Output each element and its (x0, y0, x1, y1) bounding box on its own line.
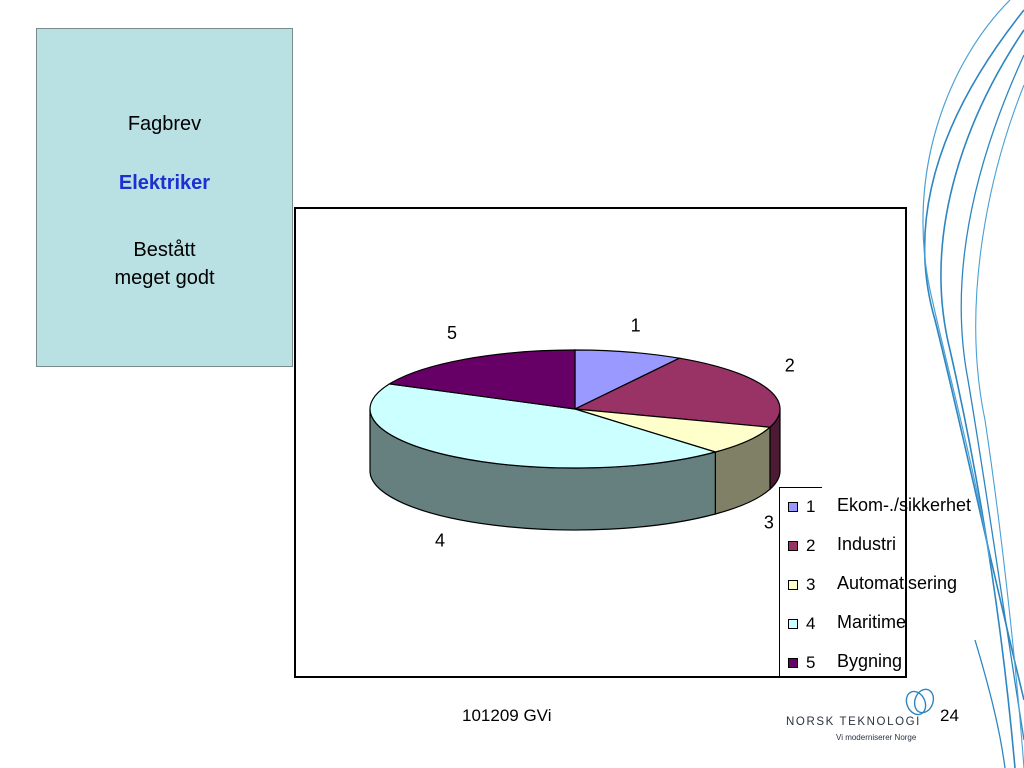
legend-number: 2 (806, 536, 816, 555)
info-result: Bestått meget godt (114, 239, 215, 289)
legend-label: Automatisering (837, 573, 958, 593)
legend-swatch (788, 619, 798, 629)
pie-slice-4 (369, 383, 718, 469)
rings-icon (905, 688, 935, 716)
pie-label-3: 3 (764, 512, 774, 532)
logo-tagline: Vi moderniserer Norge (836, 733, 917, 742)
pie-slice-5 (387, 349, 576, 410)
legend-item: 5 Bygning (780, 651, 1020, 676)
legend-swatch (788, 541, 798, 551)
legend-number: 4 (806, 614, 816, 633)
legend-swatch (788, 658, 798, 668)
legend-item: 4 Maritime (780, 612, 1020, 637)
logo-name: NORSK TEKNOLOGI (786, 716, 921, 728)
info-box: Fagbrev Elektriker Bestått meget godt (36, 28, 293, 367)
pie-label-2: 2 (785, 356, 795, 376)
pie-slice-2 (572, 357, 781, 428)
legend-number: 1 (806, 497, 816, 516)
pie-label-5: 5 (447, 323, 457, 343)
legend-item: 3 Automatisering (780, 573, 1020, 598)
legend-label: Industri (837, 534, 897, 554)
legend-number: 3 (806, 575, 816, 594)
info-profession: Elektriker (118, 172, 211, 194)
pie-slice-3 (574, 408, 772, 453)
chart-legend: 1 Ekom-./sikkerhet 2 Industri 3 Automatiserin… (779, 487, 971, 677)
legend-swatch (788, 502, 798, 512)
page-number: 24 (940, 706, 959, 725)
legend-number: 5 (806, 653, 816, 672)
pie-label-4: 4 (435, 530, 445, 550)
footer-text: 101209 GVi (462, 706, 552, 725)
legend-label: Ekom-./sikkerhet (837, 495, 972, 515)
legend-item: 1 Ekom-./sikkerhet (780, 495, 1020, 520)
company-logo: NORSK TEKNOLOGI Vi moderniserer Norge (786, 688, 936, 748)
legend-item: 2 Industri (780, 534, 1020, 559)
legend-swatch (788, 580, 798, 590)
legend-label: Bygning (837, 651, 903, 671)
info-title: Fagbrev (127, 113, 202, 135)
pie-label-1: 1 (631, 315, 641, 335)
legend-label: Maritime (837, 612, 907, 632)
pie-slice-1 (574, 349, 682, 410)
